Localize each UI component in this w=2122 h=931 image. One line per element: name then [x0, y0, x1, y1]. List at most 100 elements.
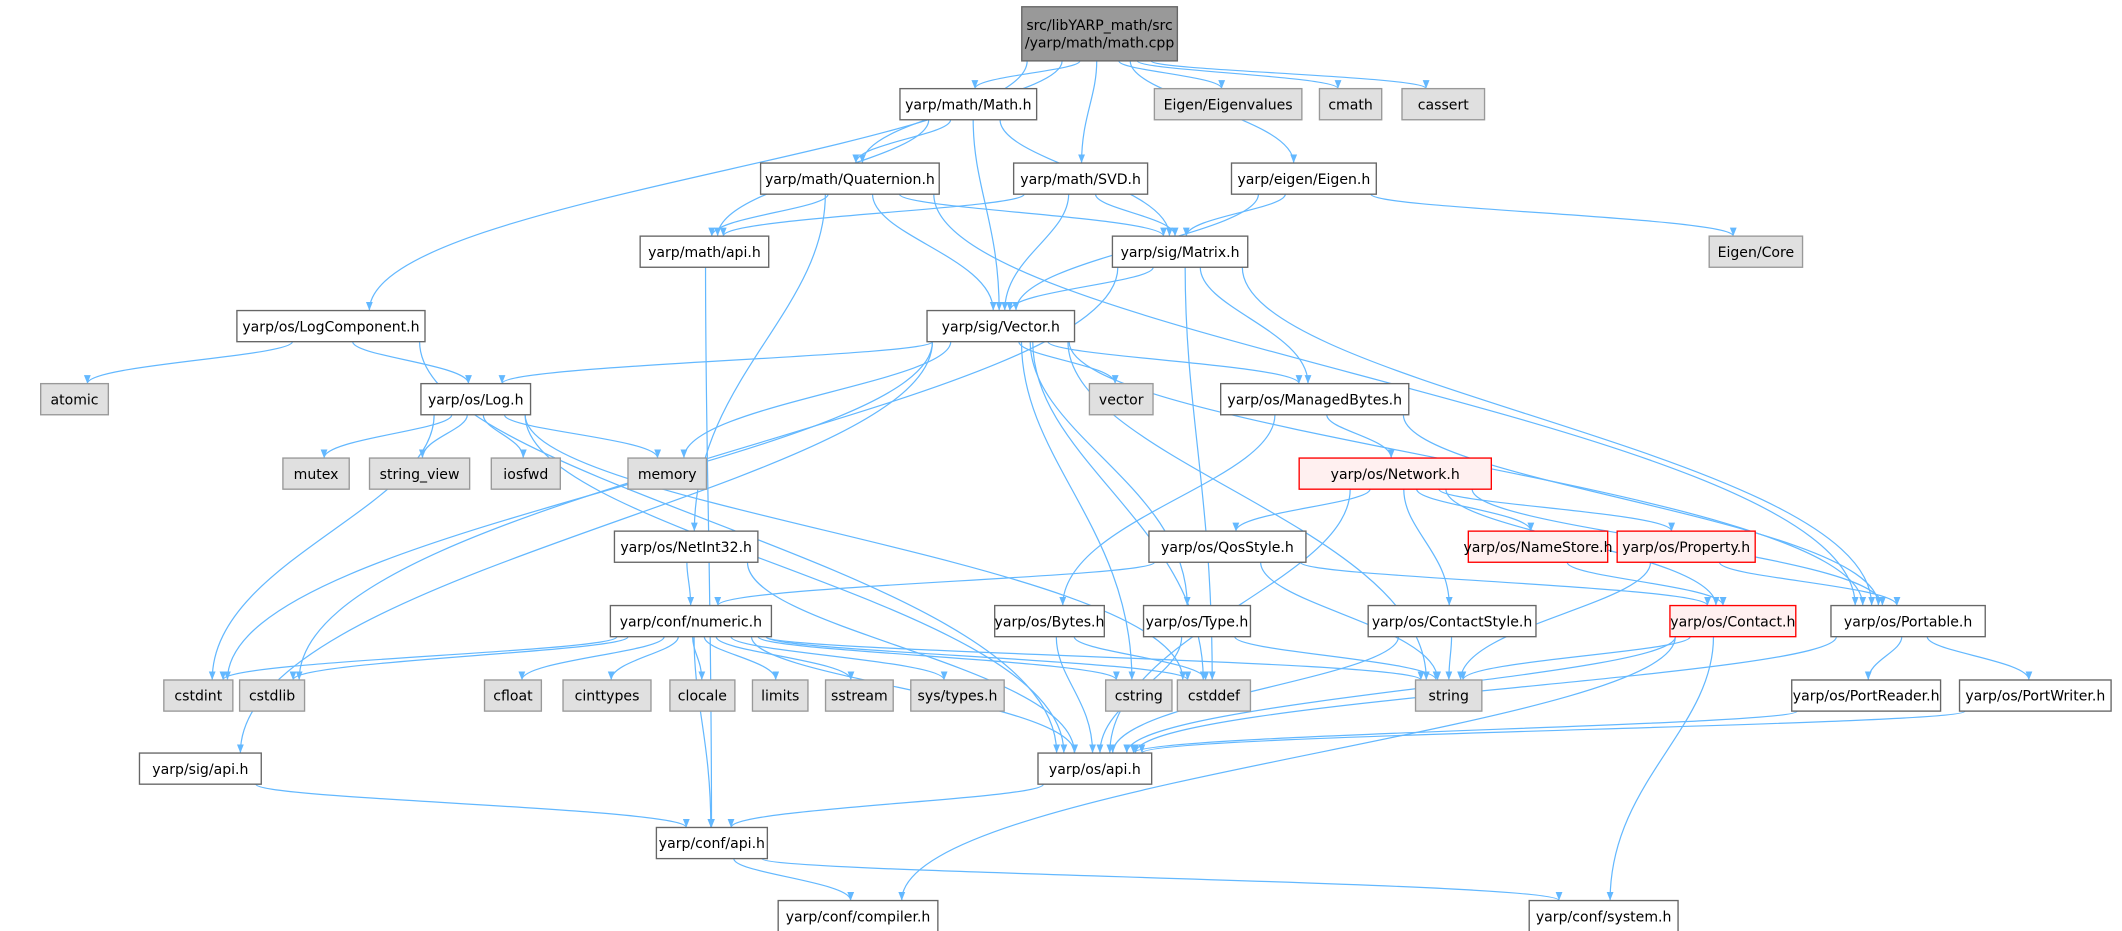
node-logcomponent[interactable]: yarp/os/LogComponent.h	[236, 309, 426, 343]
edge-vector_h-to-log	[498, 341, 934, 385]
edge-contactstyle-to-string	[1445, 636, 1453, 680]
node-box	[163, 679, 234, 712]
node-managedbytes[interactable]: yarp/os/ManagedBytes.h	[1220, 382, 1410, 416]
node-bytes[interactable]: yarp/os/Bytes.h	[994, 604, 1105, 638]
node-numeric[interactable]: yarp/conf/numeric.h	[609, 604, 773, 638]
node-qosstyle[interactable]: yarp/os/QosStyle.h	[1148, 530, 1307, 563]
node-cpp[interactable]: src/libYARP_math/src/yarp/math/math.cpp	[1021, 6, 1179, 62]
node-cfloat[interactable]: cfloat	[483, 679, 543, 712]
node-atomic[interactable]: atomic	[40, 382, 110, 416]
node-vector_h[interactable]: yarp/sig/Vector.h	[926, 309, 1076, 343]
node-portable[interactable]: yarp/os/Portable.h	[1830, 604, 1986, 638]
edge-numeric-to-cstddef	[765, 636, 1191, 681]
edge-quaternion-to-math_api	[708, 193, 829, 237]
node-string[interactable]: string	[1414, 679, 1483, 712]
node-iosfwd[interactable]: iosfwd	[490, 457, 561, 490]
edge-matrix-to-vector_h	[1006, 266, 1154, 311]
node-eigenvalues[interactable]: Eigen/Eigenvalues	[1153, 87, 1303, 121]
node-compiler[interactable]: yarp/conf/compiler.h	[777, 899, 939, 931]
node-box	[1367, 604, 1537, 638]
node-log[interactable]: yarp/os/Log.h	[420, 382, 532, 416]
node-label: /yarp/math/math.cpp	[1025, 35, 1174, 51]
node-label: yarp/os/Bytes.h	[995, 614, 1105, 630]
edge-log-to-cstdint	[208, 414, 435, 680]
node-vector[interactable]: vector	[1088, 382, 1154, 416]
node-label: yarp/os/Property.h	[1622, 540, 1750, 556]
node-cstdint[interactable]: cstdint	[163, 679, 234, 712]
node-label: yarp/os/Type.h	[1146, 614, 1249, 630]
node-box	[759, 162, 940, 195]
node-netint32[interactable]: yarp/os/NetInt32.h	[613, 530, 759, 563]
edge-svd-to-math_api	[719, 193, 1025, 237]
node-label: yarp/conf/numeric.h	[620, 614, 762, 630]
node-network[interactable]: yarp/os/Network.h	[1298, 457, 1492, 490]
node-label: cmath	[1328, 97, 1372, 113]
node-property[interactable]: yarp/os/Property.h	[1616, 530, 1756, 563]
node-limits[interactable]: limits	[751, 679, 809, 712]
edge-quaternion-to-matrix	[898, 193, 1167, 237]
node-label: yarp/math/api.h	[648, 245, 761, 261]
node-box	[1467, 530, 1609, 563]
node-cmath[interactable]: cmath	[1318, 87, 1383, 121]
node-conf_api[interactable]: yarp/conf/api.h	[655, 826, 769, 860]
node-svd[interactable]: yarp/math/SVD.h	[1012, 162, 1149, 195]
node-portwriter[interactable]: yarp/os/PortWriter.h	[1958, 679, 2112, 712]
node-system[interactable]: yarp/conf/system.h	[1528, 899, 1679, 931]
node-box	[627, 457, 708, 490]
node-box	[236, 309, 426, 343]
edge-portreader-to-os_api	[1130, 710, 1798, 754]
node-systypes[interactable]: sys/types.h	[910, 679, 1005, 712]
edge-portable-to-os_api	[1132, 636, 1837, 754]
node-sstream[interactable]: sstream	[824, 679, 894, 712]
node-label: limits	[761, 689, 799, 705]
edge-cpp-to-cassert	[1150, 60, 1430, 90]
node-label: yarp/conf/system.h	[1536, 909, 1672, 925]
edge-portwriter-to-os_api	[1138, 710, 1966, 754]
node-box	[1230, 162, 1377, 195]
node-cinttypes[interactable]: cinttypes	[562, 679, 652, 712]
node-label: yarp/sig/api.h	[152, 762, 248, 778]
node-cstring[interactable]: cstring	[1104, 679, 1173, 712]
node-os_api[interactable]: yarp/os/api.h	[1037, 752, 1153, 785]
node-type[interactable]: yarp/os/Type.h	[1142, 604, 1252, 638]
node-label: src/libYARP_math/src	[1026, 18, 1172, 34]
node-label: yarp/math/Quaternion.h	[765, 172, 935, 188]
edge-network-to-contactstyle	[1403, 489, 1453, 606]
edge-network-to-property	[1438, 488, 1675, 532]
node-box	[1088, 382, 1154, 416]
edge-numeric-to-cstring	[757, 636, 1120, 681]
node-clocale[interactable]: clocale	[669, 679, 736, 712]
edge-quaternion-to-vector_h	[871, 194, 997, 311]
node-box	[238, 679, 306, 712]
edge-svd-to-vector_h	[1001, 194, 1070, 311]
edge-cpp-to-eigenvalues	[1118, 60, 1226, 89]
edge-contact-to-string	[1459, 636, 1691, 681]
node-contact[interactable]: yarp/os/Contact.h	[1669, 604, 1797, 638]
node-memory[interactable]: memory	[627, 457, 708, 490]
edge-numeric-to-cstdlib	[289, 636, 629, 681]
edge-eigen_h-to-matrix	[1182, 193, 1286, 237]
node-eigen_h[interactable]: yarp/eigen/Eigen.h	[1230, 162, 1377, 195]
node-cstddef[interactable]: cstddef	[1176, 679, 1252, 712]
node-quaternion[interactable]: yarp/math/Quaternion.h	[759, 162, 940, 195]
node-label: clocale	[678, 689, 727, 705]
edge-conf_api-to-system	[761, 858, 1563, 902]
node-sig_api[interactable]: yarp/sig/api.h	[138, 752, 262, 785]
edges-layer	[84, 60, 2033, 902]
edge-conf_api-to-compiler	[733, 858, 855, 901]
node-label: yarp/os/QosStyle.h	[1161, 540, 1294, 556]
node-string_view[interactable]: string_view	[368, 457, 471, 490]
node-label: yarp/sig/Vector.h	[942, 319, 1060, 335]
node-math_h[interactable]: yarp/math/Math.h	[899, 87, 1038, 121]
node-matrix[interactable]: yarp/sig/Matrix.h	[1111, 235, 1249, 268]
node-namestore[interactable]: yarp/os/NameStore.h	[1463, 530, 1613, 563]
node-cassert[interactable]: cassert	[1401, 87, 1486, 121]
node-eigen_core[interactable]: Eigen/Core	[1708, 235, 1804, 268]
node-box	[1669, 604, 1797, 638]
node-mutex[interactable]: mutex	[282, 457, 350, 490]
node-box	[1830, 604, 1986, 638]
node-cstdlib[interactable]: cstdlib	[238, 679, 306, 712]
node-math_api[interactable]: yarp/math/api.h	[639, 235, 770, 268]
node-contactstyle[interactable]: yarp/os/ContactStyle.h	[1367, 604, 1537, 638]
node-portreader[interactable]: yarp/os/PortReader.h	[1791, 679, 1942, 712]
